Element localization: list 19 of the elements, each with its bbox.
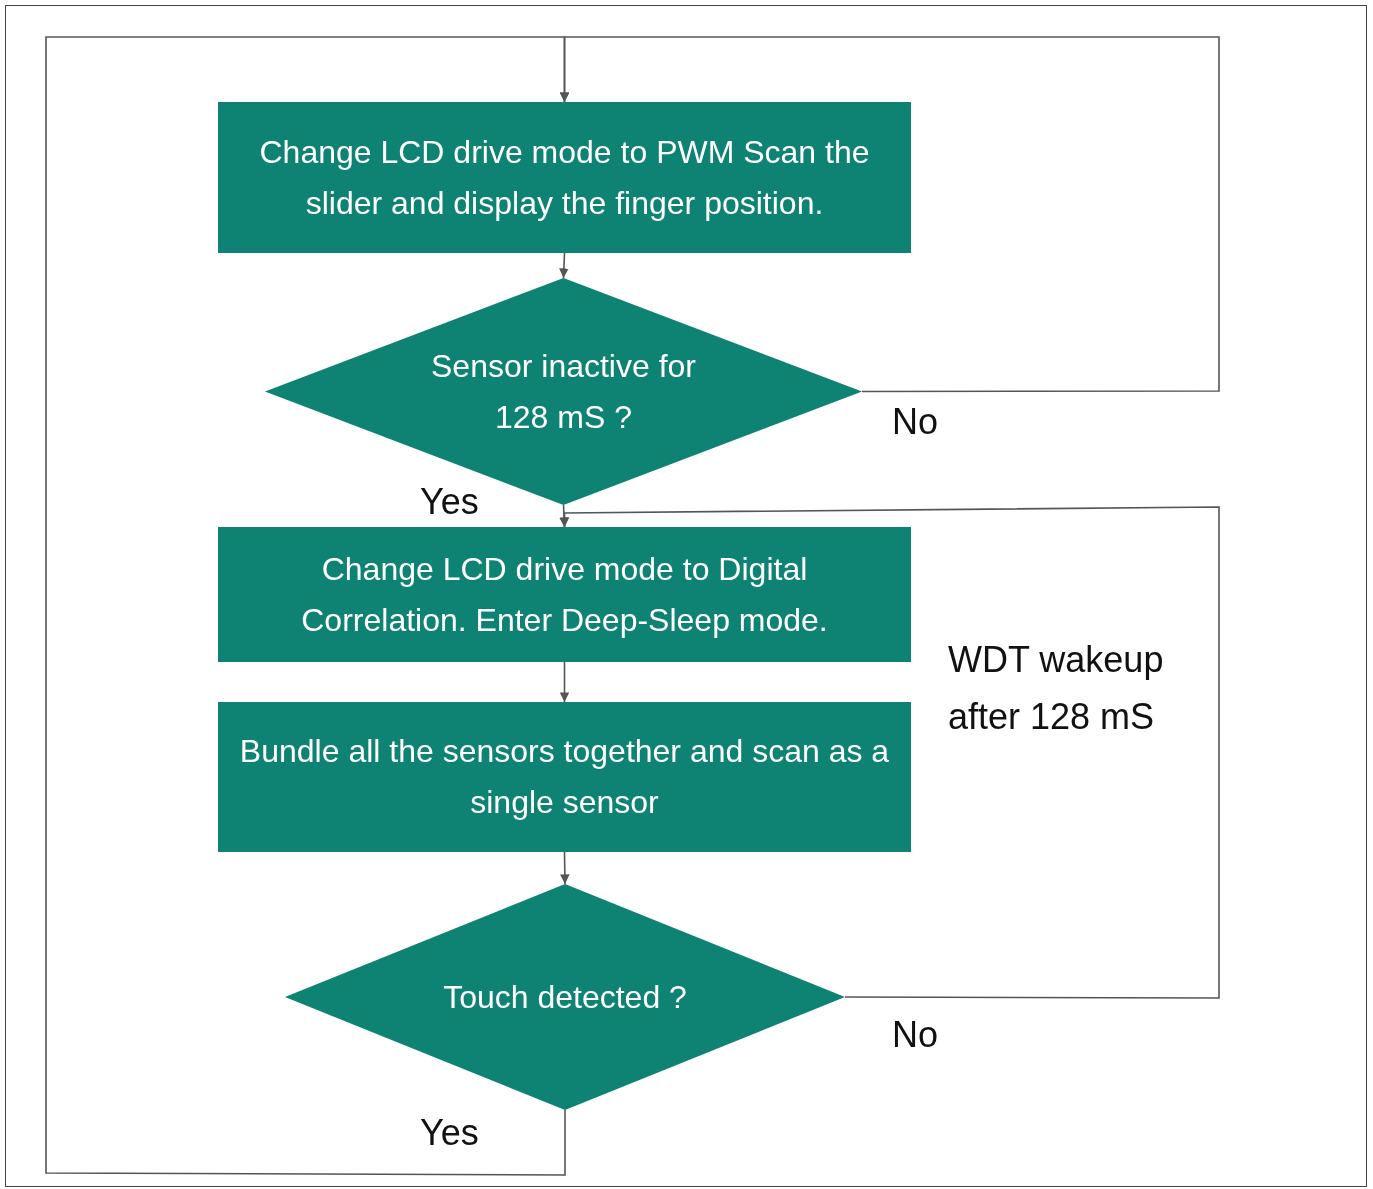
edge-label: No <box>892 400 939 444</box>
arrow <box>560 851 570 885</box>
node-text: Touch detected ? <box>443 977 687 1017</box>
decision-diamond <box>285 884 845 1110</box>
arrow <box>559 252 569 279</box>
process-box <box>218 527 911 662</box>
edge-label: Yes <box>420 1111 479 1155</box>
node-text: Bundle all the sensors together and scan as a single sensor <box>238 732 891 822</box>
note-text: WDT wakeup after 128 mS <box>948 638 1165 739</box>
node-text: Sensor inactive for 128 mS ? <box>430 346 697 437</box>
arrow <box>559 661 570 703</box>
node-text: Change LCD drive mode to PWM Scan the slider and display the finger position. <box>258 132 871 223</box>
edge-label: No <box>892 1013 939 1057</box>
process-box <box>218 702 911 852</box>
arrow <box>559 506 1220 999</box>
arrow <box>45 36 570 1176</box>
edge-label: Yes <box>420 480 479 524</box>
process-box <box>218 102 911 253</box>
node-text: Change LCD drive mode to Digital Correlation. Enter Deep-Sleep mode. <box>300 549 829 640</box>
